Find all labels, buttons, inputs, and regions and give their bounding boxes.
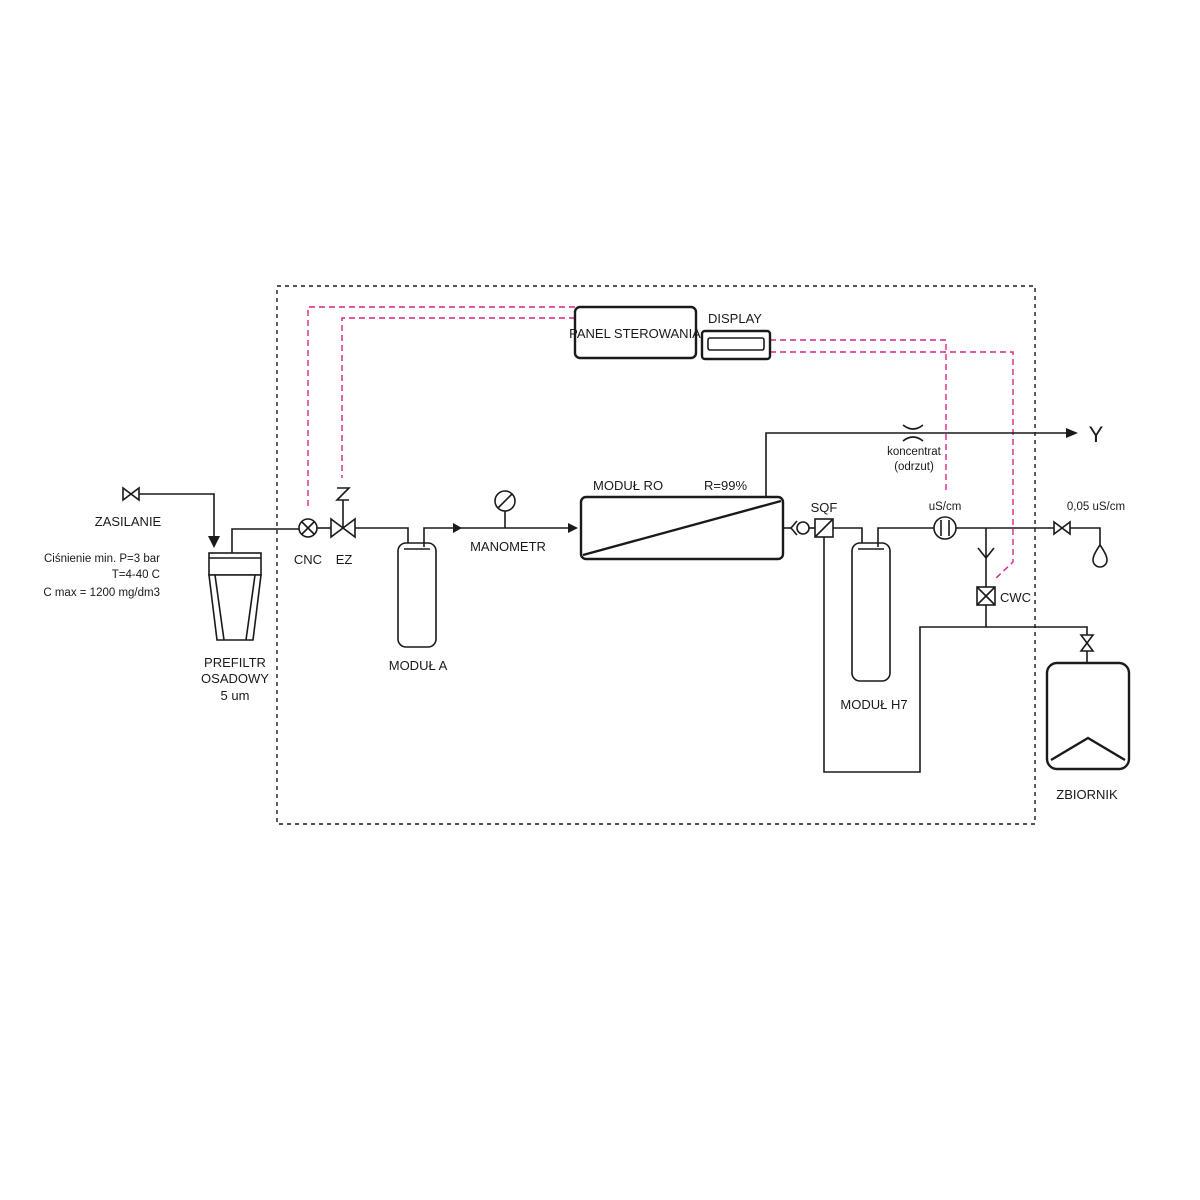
prefilter-label-2: OSADOWY xyxy=(201,671,269,686)
ro-module-label: MODUŁ RO xyxy=(593,478,663,493)
ro-rejection-label: R=99% xyxy=(704,478,747,493)
conductivity-label: uS/cm xyxy=(929,501,962,513)
concentrate-label-2: (odrzut) xyxy=(894,461,934,473)
prefilter-label-3: 5 um xyxy=(221,688,250,703)
cwc-valve-icon xyxy=(976,586,996,606)
cnc-valve-icon xyxy=(298,518,318,538)
supply-pressure: Ciśnienie min. P=3 bar xyxy=(44,553,160,565)
control-panel-box xyxy=(573,305,698,360)
supply-valve-icon xyxy=(122,486,140,502)
manometer-icon xyxy=(494,490,516,528)
flow-arrow-icon xyxy=(568,523,578,533)
drain-arrow-icon xyxy=(1066,428,1078,438)
supply-arrow-icon xyxy=(208,536,220,548)
check-valve-icon xyxy=(789,520,810,536)
tank-icon xyxy=(1045,661,1131,771)
module-a-label: MODUŁ A xyxy=(389,658,448,673)
control-panel-label: PANEL STEROWANIA xyxy=(569,326,701,341)
module-h7-label: MODUŁ H7 xyxy=(840,697,907,712)
prefilter-label-1: PREFILTR xyxy=(204,655,266,670)
flow-arrow-icon xyxy=(453,523,462,533)
sqf-label: SQF xyxy=(811,500,838,515)
outlet-conductivity-label: 0,05 uS/cm xyxy=(1067,501,1125,513)
concentrate-line xyxy=(765,432,1072,497)
cnc-label: CNC xyxy=(294,552,322,567)
ro-module-icon xyxy=(579,495,785,561)
ez-solenoid-valve-icon xyxy=(330,487,356,539)
supply-label: ZASILANIE xyxy=(95,514,162,529)
supply-temperature: T=4-40 C xyxy=(112,569,160,581)
sqf-icon xyxy=(814,518,834,538)
outlet-valve-icon xyxy=(1053,520,1071,536)
concentrate-restrictor-icon xyxy=(902,424,924,442)
drain-label: Y xyxy=(1089,422,1104,447)
supply-cmax: C max = 1200 mg/dm3 xyxy=(43,587,160,599)
conductivity-meter-icon xyxy=(933,516,957,540)
display-label: DISPLAY xyxy=(708,311,762,326)
control-signal-lines xyxy=(307,306,1014,581)
cwc-actuator-icon xyxy=(977,547,995,560)
display-icon xyxy=(700,329,772,361)
module-a-icon xyxy=(397,542,437,648)
module-h7-icon xyxy=(851,542,891,682)
ez-label: EZ xyxy=(336,552,353,567)
feed-line xyxy=(231,528,300,553)
system-boundary xyxy=(276,285,1036,825)
supply-line xyxy=(139,493,215,542)
tank-label: ZBIORNIK xyxy=(1056,787,1118,802)
prefilter-icon xyxy=(208,552,262,641)
tank-valve-icon xyxy=(1079,634,1095,652)
water-drop-icon xyxy=(1092,543,1108,568)
concentrate-label-1: koncentrat xyxy=(887,446,942,458)
cwc-label: CWC xyxy=(1000,590,1031,605)
manometer-label: MANOMETR xyxy=(470,539,546,554)
